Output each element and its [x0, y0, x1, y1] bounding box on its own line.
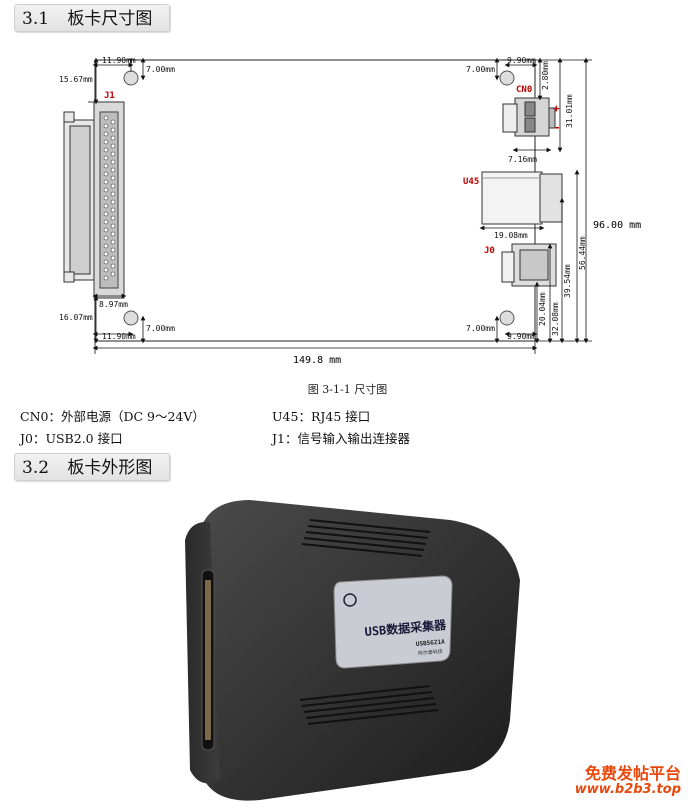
dim-label: 8.97mm: [99, 300, 128, 309]
vent-top: [301, 519, 431, 557]
device-photo: USB数据采集器 USB5621A 阿尔泰科技: [185, 500, 520, 801]
section-number: 3.1: [22, 9, 50, 29]
watermark-line1: 免费发帖平台: [584, 764, 681, 783]
dim-label: 39.54mm: [563, 264, 572, 298]
watermark-line2: www.b2b3.top: [574, 782, 681, 797]
j1-connector: [63, 101, 125, 299]
dim-label: 7.16mm: [508, 155, 537, 164]
overall-height-label: 96.00 mm: [593, 220, 641, 231]
section-title: 板卡尺寸图: [67, 9, 153, 29]
board-outline: [94, 59, 536, 342]
dim-label: 32.08mm: [551, 302, 560, 336]
board-dimension-drawing: 11.90mm 7.00mm 15.67mm 7.00mm 9.90mm 2.8…: [59, 56, 641, 366]
dim-label: 56.44mm: [578, 236, 587, 270]
dim-label: 16.07mm: [59, 313, 93, 322]
dim-label: 7.00mm: [466, 65, 495, 74]
mounting-hole: [123, 310, 139, 326]
device-label-title: USB数据采集器: [364, 617, 448, 639]
u45-connector: [481, 171, 563, 225]
brand-logo-icon: [343, 593, 357, 607]
vent-bottom: [299, 685, 439, 725]
mounting-hole: [499, 310, 515, 326]
plus-label: +: [553, 102, 560, 115]
j0-connector: [501, 243, 557, 287]
legend-cn0: CN0：外部电源（DC 9～24V）: [20, 409, 205, 424]
db-connector-pins: [205, 580, 211, 740]
legend-j1: J1：信号输入输出连接器: [272, 431, 410, 446]
dim-label: 2.80mm: [541, 61, 550, 90]
device-label-brand: 阿尔泰科技: [418, 648, 444, 657]
minus-label: -: [554, 121, 561, 134]
figure-caption: 图 3-1-1 尺寸图: [307, 383, 388, 396]
dim-label: 15.67mm: [59, 75, 93, 84]
mounting-hole: [499, 70, 515, 86]
cn0-label: CN0: [516, 85, 532, 95]
dim-label: 9.90mm: [507, 332, 536, 341]
dim-label: 19.08mm: [494, 231, 528, 240]
j1-label: J1: [104, 91, 115, 101]
cn0-connector: [502, 97, 556, 137]
j0-label: J0: [484, 246, 495, 256]
legend-u45: U45：RJ45 接口: [272, 409, 371, 424]
legend-j0: J0：USB2.0 接口: [20, 431, 123, 446]
device-label-panel: [333, 575, 453, 669]
overall-width-label: 149.8 mm: [293, 355, 341, 366]
dim-label: 7.00mm: [146, 324, 175, 333]
dim-label: 20.04mm: [538, 292, 547, 326]
section-title: 板卡外形图: [67, 458, 153, 478]
section-number: 3.2: [22, 458, 50, 478]
section-heading-3-1: 3.1 板卡尺寸图: [14, 4, 170, 32]
dim-label: 11.90mm: [102, 332, 136, 341]
device-label-model: USB5621A: [416, 638, 446, 648]
u45-label: U45: [463, 177, 479, 187]
mounting-hole: [123, 70, 139, 86]
dim-label: 7.00mm: [146, 65, 175, 74]
section-heading-3-2: 3.2 板卡外形图: [14, 453, 170, 481]
dim-label: 11.90mm: [102, 56, 136, 65]
dim-label: 7.00mm: [466, 324, 495, 333]
dim-label: 9.90mm: [507, 56, 536, 65]
dim-label: 31.01mm: [565, 94, 574, 128]
